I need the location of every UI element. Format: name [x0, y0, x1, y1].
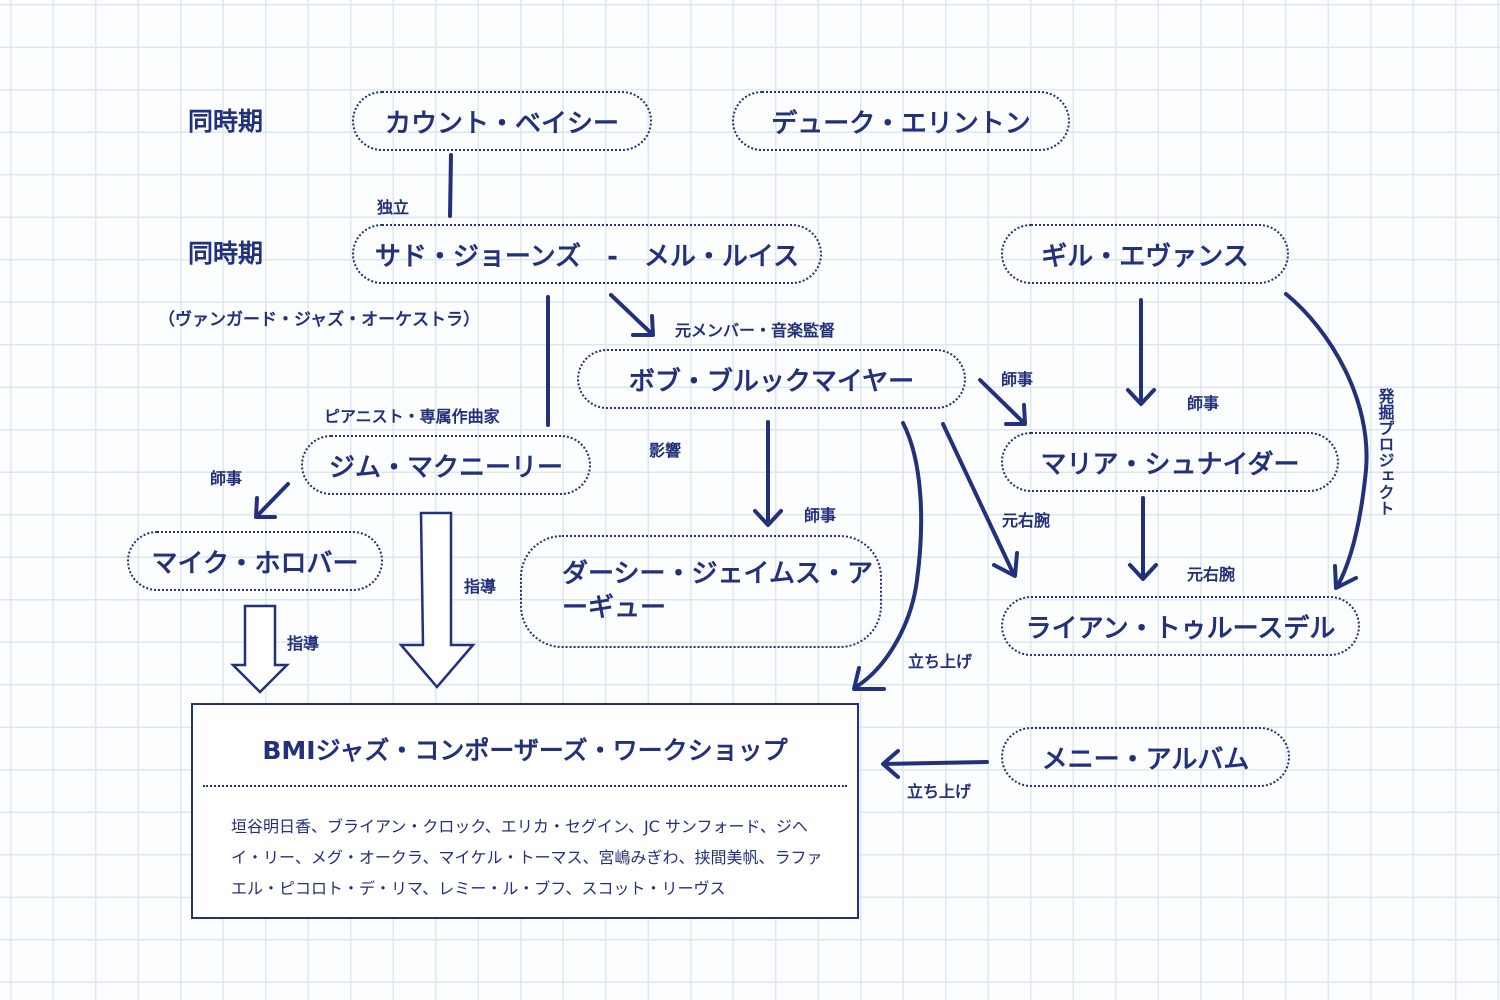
gil-to-ryan-arrowhead	[1333, 564, 1358, 590]
mcneely-to-holober-arrow	[255, 482, 290, 518]
label-shido-holober: 指導	[287, 634, 319, 653]
gil-to-maria-arrowhead	[1126, 388, 1156, 406]
label-tachiage-brookmeyer: 立ち上げ	[908, 652, 973, 671]
label-moto-member: 元メンバー・音楽監督	[675, 321, 835, 340]
workshop-members: 垣谷明日香、ブライアン・クロック、エリカ・セグイン、JC サンフォード、ジヘイ・…	[231, 817, 823, 898]
label-shiji-gil: 師事	[1187, 394, 1219, 413]
workshop-divider	[203, 785, 847, 787]
node-duke-ellington: デューク・エリントン	[732, 91, 1070, 151]
maria-to-ryan-arrowhead	[1128, 563, 1158, 581]
brookmeyer-to-maria-arrowhead	[1004, 403, 1027, 426]
label-moto-uwan-brookmeyer: 元右腕	[1002, 511, 1050, 530]
orchestra-note: （ヴァンガード・ジャズ・オーケストラ）	[158, 310, 481, 330]
node-count-basie: カウント・ベイシー	[352, 91, 652, 151]
brookmeyer-to-darcy-arrowhead	[753, 509, 783, 527]
node-jim-mcneely: ジム・マクニーリー	[301, 435, 591, 495]
node-thad-jones-mel-lewis: サド・ジョーンズ - メル・ルイス	[352, 224, 822, 284]
node-mike-holober: マイク・ホロバー	[127, 531, 383, 591]
label-shiji-maria: 師事	[1001, 370, 1033, 389]
albam-to-workshop-arrowhead	[881, 749, 900, 779]
workshop-box: BMIジャズ・コンポーザーズ・ワークショップ 垣谷明日香、ブライアン・クロック、…	[191, 703, 859, 919]
node-gil-evans: ギル・エヴァンス	[1001, 224, 1289, 284]
label-shiji-darcy: 師事	[804, 506, 836, 525]
brookmeyer-to-workshop-arrow	[854, 421, 924, 689]
thad-to-brookmeyer-arrow	[609, 293, 654, 336]
node-manny-albam: メニー・アルバム	[1001, 727, 1290, 787]
mcneely-to-holober-arrowhead	[254, 496, 277, 519]
side-label-doujiki-2: 同時期	[188, 239, 264, 268]
label-eikyo: 影響	[649, 441, 681, 460]
albam-to-workshop-arrow	[882, 760, 989, 766]
label-tachiage-albam: 立ち上げ	[907, 782, 972, 801]
label-pianist: ピアニスト・専属作曲家	[324, 407, 501, 426]
basie-to-thad-line	[448, 153, 453, 218]
workshop-title: BMIジャズ・コンポーザーズ・ワークショップ	[262, 736, 788, 765]
holober-guidance-arrow	[229, 604, 291, 694]
node-ryan-truesdell: ライアン・トゥルースデル	[1001, 596, 1360, 656]
node-darcy-james-argue: ダーシー・ジェイムス・アーギュー	[520, 535, 882, 648]
label-shido-mcneely: 指導	[464, 577, 496, 596]
brookmeyer-to-workshop-arrowhead	[852, 666, 886, 691]
node-bob-brookmeyer: ボブ・ブルックマイヤー	[577, 349, 966, 409]
brookmeyer-to-ryan-arrowhead	[992, 551, 1019, 578]
mcneely-guidance-arrow	[398, 511, 476, 689]
brookmeyer-to-maria-arrow	[978, 378, 1026, 425]
side-label-doujiki-1: 同時期	[188, 107, 264, 136]
label-moto-uwan-maria: 元右腕	[1187, 565, 1235, 584]
brookmeyer-to-ryan-arrow	[941, 422, 1016, 577]
node-maria-schneider: マリア・シュナイダー	[1001, 432, 1339, 492]
label-shiji-holober: 師事	[210, 469, 242, 488]
gil-to-ryan-arrow	[1284, 292, 1369, 589]
thad-to-brookmeyer-arrowhead	[631, 314, 655, 337]
label-hakkutsu: 発掘プロジェクト	[1376, 387, 1396, 516]
label-dokuritsu: 独立	[377, 198, 409, 217]
